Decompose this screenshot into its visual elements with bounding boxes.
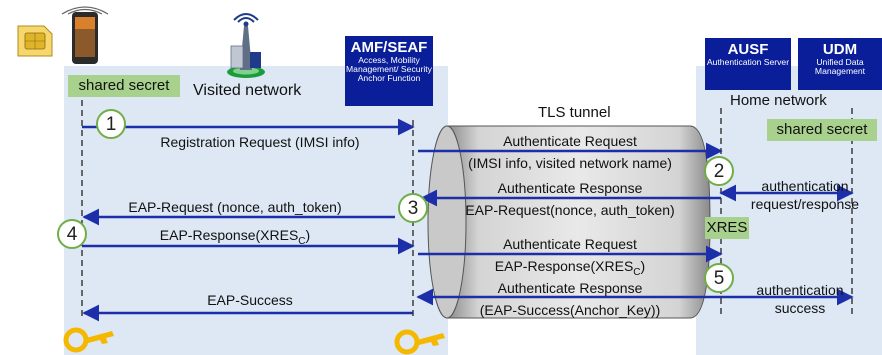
home-shared-secret-label: shared secret xyxy=(767,119,877,141)
xres-subscript-2: C xyxy=(633,266,641,278)
auth-request-2-label: Authenticate Request xyxy=(503,236,637,252)
ausf-title: AUSF xyxy=(727,41,769,58)
visited-network-label: Visited network xyxy=(193,82,302,99)
ue-shared-secret-label: shared secret xyxy=(68,75,180,97)
amf-subtitle: Access, Mobility Management/ Security An… xyxy=(346,54,432,83)
amf-title: AMF/SEAF xyxy=(350,39,428,56)
step-1-marker: 1 xyxy=(96,109,126,139)
eap-success-label: EAP-Success xyxy=(207,292,293,308)
step-3-marker: 3 xyxy=(398,193,428,223)
auth-request-1-params: (IMSI info, visited network name) xyxy=(468,155,672,171)
auth-response-1-label: Authenticate Response xyxy=(497,180,643,196)
udm-subtitle: Unified Data Management xyxy=(814,56,866,76)
auth-request-1-label: Authenticate Request xyxy=(503,133,637,149)
eap-request-label: EAP-Request (nonce, auth_token) xyxy=(128,199,342,215)
auth-response-1-params: EAP-Request(nonce, auth_token) xyxy=(465,202,675,218)
eap-response-close: ) xyxy=(305,227,311,243)
auth-request-2-params: EAP-Response(XRESC) xyxy=(440,258,700,278)
udm-success-label-1: authentication xyxy=(756,282,844,298)
udm-header: UDM Unified Data Management xyxy=(798,38,882,90)
xres-label: XRES xyxy=(705,217,749,239)
tls-tunnel-cylinder xyxy=(427,125,711,319)
auth-response-2-params: (EAP-Success(Anchor_Key)) xyxy=(479,302,661,318)
ausf-subtitle: Authentication Server xyxy=(706,56,790,67)
step-4-marker: 4 xyxy=(57,219,87,249)
registration-request-label: Registration Request (IMSI info) xyxy=(160,134,360,150)
eap-response-label: EAP-Response(XRESC) xyxy=(100,227,370,247)
xres-subscript: C xyxy=(298,235,306,247)
ausf-header: AUSF Authentication Server xyxy=(705,38,791,90)
eap-response-text: EAP-Response(XRES xyxy=(159,227,299,243)
key-icon xyxy=(63,327,114,353)
udm-exchange-label-2: request/response xyxy=(750,196,860,212)
step-2-marker: 2 xyxy=(704,156,734,186)
udm-title: UDM xyxy=(822,41,858,58)
auth-request-2-text: EAP-Response(XRES xyxy=(494,258,634,274)
phone-icon xyxy=(61,6,109,64)
amf-seaf-header: AMF/SEAF Access, Mobility Management/ Se… xyxy=(345,36,433,106)
udm-success-label-2: success xyxy=(774,300,826,316)
key-icon xyxy=(394,329,445,355)
step-5-marker: 5 xyxy=(704,263,734,293)
auth-request-2-close: ) xyxy=(640,258,646,274)
sim-card-icon xyxy=(17,25,53,57)
auth-response-2-label: Authenticate Response xyxy=(497,280,643,296)
home-network-region xyxy=(696,66,882,355)
visited-network-region xyxy=(64,66,448,355)
home-network-label: Home network xyxy=(730,92,827,109)
cell-tower-icon xyxy=(227,13,265,78)
tls-tunnel-label: TLS tunnel xyxy=(538,104,611,121)
udm-exchange-label-1: authentication xyxy=(761,178,849,194)
